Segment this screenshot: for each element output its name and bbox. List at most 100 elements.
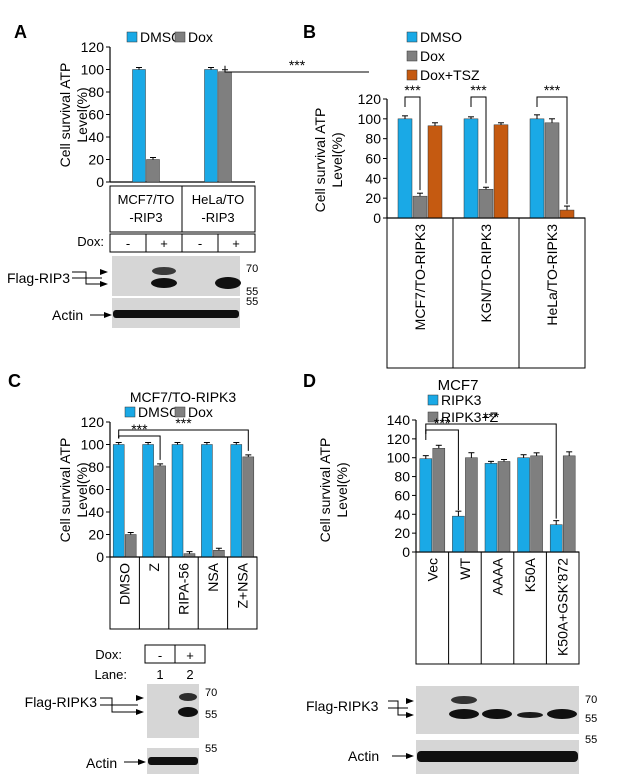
legend-swatch xyxy=(427,394,439,406)
y-tick-label: 120 xyxy=(358,91,382,107)
bar-dox-0 xyxy=(124,534,137,558)
y-tick-label: 20 xyxy=(88,152,104,168)
y-tick-label: 0 xyxy=(96,174,104,190)
band-a-lower-2 xyxy=(151,278,177,288)
category-label: Z xyxy=(146,563,162,572)
panel-label-d: D xyxy=(303,371,316,391)
y-tick-label: 40 xyxy=(88,504,104,520)
ylabel-c-line1: Cell survival ATP xyxy=(57,438,73,543)
band-actin-d xyxy=(417,751,578,762)
arrow-c-upper-icon xyxy=(136,695,144,701)
legend-swatch xyxy=(406,50,418,62)
y-tick-label: 60 xyxy=(88,107,104,123)
band-a-upper xyxy=(152,267,176,275)
ylabel-b-line2: Level(%) xyxy=(329,132,345,187)
arrow-a-bracket xyxy=(72,271,102,285)
bar-ripk3-1 xyxy=(452,515,465,553)
arrow-a-lower-icon xyxy=(100,281,108,287)
significance-label: *** xyxy=(483,409,500,425)
significance-label: *** xyxy=(404,82,421,98)
legend-swatch xyxy=(427,411,439,423)
category-label: K50A+GSK'872 xyxy=(555,558,571,656)
band-d-wt-upper xyxy=(451,696,477,704)
mw-c-70: 70 xyxy=(205,687,217,699)
y-tick-label: 20 xyxy=(394,525,410,541)
category-label: MCF7/TO-RIPK3 xyxy=(412,224,428,331)
legend-label: Dox+TSZ xyxy=(420,67,480,83)
legend-label: DMSO xyxy=(140,29,182,45)
bar-ripk3-2 xyxy=(484,463,498,553)
significance-bracket xyxy=(425,423,557,519)
panel-a-dox-row: Dox: - + - + xyxy=(77,233,256,253)
bar-ripk3-4 xyxy=(549,524,563,553)
ylabel-c: Cell survival ATP Level(%) xyxy=(57,438,90,543)
bar-dmso-2 xyxy=(529,118,545,219)
legend-swatch xyxy=(126,31,138,43)
significance-bracket xyxy=(224,65,369,73)
significance-label: *** xyxy=(544,82,561,98)
dox-label-c: Dox: xyxy=(95,647,122,662)
chart-title-d: MCF7 xyxy=(438,377,479,394)
blot-label-flag-rip3: Flag-RIP3 xyxy=(7,270,70,286)
category-label: RIPA-56 xyxy=(176,563,192,615)
legend-swatch xyxy=(406,31,418,43)
bar-dmso-1 xyxy=(463,118,479,219)
bar-dmso-0 xyxy=(132,69,146,183)
dox-a-3: - xyxy=(198,236,202,251)
arrow-d-bracket xyxy=(388,700,408,716)
ylabel-d-line1: Cell survival ATP xyxy=(317,438,333,543)
bar-dox-1 xyxy=(154,465,166,558)
cell-line-a2b: -RIP3 xyxy=(201,210,234,225)
y-tick-label: 0 xyxy=(96,549,104,565)
band-c-lower xyxy=(178,707,198,717)
legend-swatch xyxy=(174,31,186,43)
category-box xyxy=(415,551,580,665)
legend-label: RIPK3+Z xyxy=(441,409,499,425)
arrow-d-lower-icon xyxy=(406,712,414,718)
significance-bracket xyxy=(404,96,421,191)
bar-ripk3-3 xyxy=(517,457,530,553)
significance-label: *** xyxy=(470,82,487,98)
y-tick-label: 40 xyxy=(365,170,381,186)
y-tick-label: 0 xyxy=(402,544,410,560)
blot-flag-rip3 xyxy=(112,256,240,296)
band-actin-a xyxy=(113,310,239,318)
dox-label-a: Dox: xyxy=(77,234,104,249)
arrow-a-upper-icon xyxy=(100,269,108,275)
bar-dox-tsz-0 xyxy=(427,125,443,219)
mw-a-55b: 55 xyxy=(246,296,258,308)
category-box xyxy=(386,217,586,369)
mw-d-55: 55 xyxy=(585,713,597,725)
mw-d-70: 70 xyxy=(585,694,597,706)
legend-swatch xyxy=(124,406,136,418)
legend-label: DMSO xyxy=(138,404,180,420)
category-label: Z+NSA xyxy=(234,562,250,608)
lane-c-1: 1 xyxy=(156,667,163,682)
cell-line-a1b: -RIP3 xyxy=(129,210,162,225)
legend-label: Dox xyxy=(188,29,213,45)
cell-line-a1: MCF7/TO xyxy=(118,192,175,207)
dox-a-2: + xyxy=(160,236,168,251)
significance-label: *** xyxy=(175,415,192,431)
significance-label: *** xyxy=(131,421,148,437)
dox-c-2: + xyxy=(186,648,194,663)
panel-c-dox-table: Dox: - + Lane: 1 2 xyxy=(94,644,206,682)
panel-label-c: C xyxy=(8,371,21,391)
dox-a-1: - xyxy=(126,236,130,251)
ylabel-a-line2: Level(%) xyxy=(74,87,90,142)
category-label: WT xyxy=(457,558,473,580)
category-label: Vec xyxy=(424,558,440,581)
blot-label-actin-c: Actin xyxy=(86,755,117,771)
western-blot-c: Flag-RIPK3 70 55 Actin 55 xyxy=(25,684,217,774)
y-tick-label: 80 xyxy=(88,459,104,475)
band-a-lower-4 xyxy=(215,277,241,289)
band-c-upper xyxy=(179,693,197,701)
mw-d-55b: 55 xyxy=(585,734,597,746)
y-tick-label: 80 xyxy=(394,469,410,485)
y-tick-label: 120 xyxy=(387,431,411,447)
y-tick-label: 40 xyxy=(88,129,104,145)
ylabel-c-line2: Level(%) xyxy=(74,462,90,517)
category-label: AAAA xyxy=(490,557,506,595)
significance-bracket xyxy=(118,429,249,451)
